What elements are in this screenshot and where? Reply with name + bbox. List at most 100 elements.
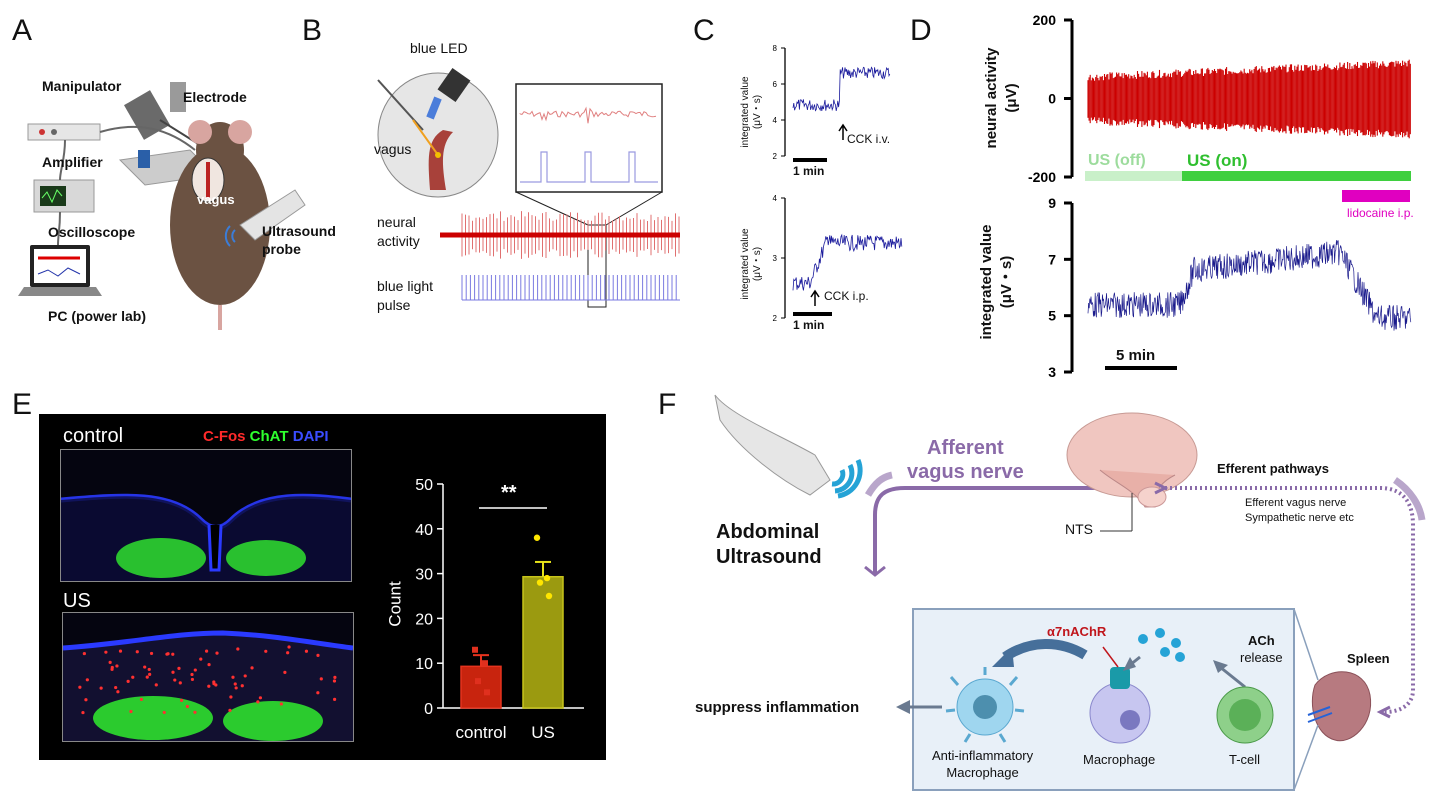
e-cfos-dot [236, 647, 240, 651]
e-cfos-dot [250, 666, 254, 670]
f-abdominal-ultrasound-label: Abdominal Ultrasound [716, 520, 822, 570]
electrode-label: Electrode [183, 89, 247, 105]
e-cfos-dot [332, 679, 337, 683]
c-bottom-ylabel: integrated value (μV・s) [740, 219, 764, 309]
bar-datapoint [475, 678, 481, 685]
e-control-image [60, 449, 352, 582]
d-top-tick-label: 0 [1048, 91, 1056, 107]
e-cfos-dot [243, 674, 247, 678]
c-top-scale-label: 1 min [793, 164, 825, 178]
e-cfos-dot [114, 685, 118, 690]
d-lidocaine-label: lidocaine i.p. [1347, 206, 1414, 220]
c-bottom-trace [792, 233, 903, 291]
c-bottom-ylabel-line1: integrated value [740, 228, 751, 300]
vagus-label-a: vagus [197, 192, 235, 207]
panel-label-e: E [12, 388, 33, 421]
e-cfos-dot [193, 710, 197, 714]
d-scale-label: 5 min [1116, 347, 1156, 364]
f-release-label: release [1240, 650, 1283, 665]
c-bottom-arrow [810, 289, 820, 306]
c-top-ylabel-line2: (μV・s) [752, 94, 763, 130]
blue-light-pulse-label: blue light pulse [377, 277, 433, 315]
blue-light-pulse-label-line1: blue light [377, 278, 434, 294]
e-cfos-dot [143, 665, 147, 669]
e-cfos-dot [178, 681, 182, 685]
e-us-image [62, 612, 354, 742]
e-cfos-dot [126, 679, 130, 683]
bar-y-tick-label: 20 [415, 611, 433, 628]
f-afferent-line2: vagus nerve [907, 461, 1024, 483]
e-cfos-dot [148, 672, 152, 677]
e-cfos-dot [233, 682, 237, 686]
blue-led-label: blue LED [410, 40, 468, 56]
e-cfos-dot [165, 652, 169, 656]
f-ach-release-label: ACh release [1240, 632, 1283, 666]
e-cfos-dot [171, 652, 175, 656]
c-bottom-tick-label: 3 [773, 254, 778, 263]
e-cfos-dot [283, 670, 287, 674]
panel-label-c: C [693, 14, 715, 47]
e-cfos-dot [149, 651, 154, 656]
f-anti-line1: Anti-inflammatory [932, 748, 1034, 763]
c-top-ylabel-line1: integrated value [740, 76, 751, 148]
bar-datapoint [482, 660, 488, 667]
e-cfos-dot [116, 690, 120, 694]
c-top-trace [792, 66, 891, 112]
b-zoom-neural-trace [519, 106, 657, 124]
c-bottom-scale-label: 1 min [793, 318, 825, 332]
e-cfos-dot [154, 683, 158, 687]
d-top-tick-label: 200 [1033, 12, 1057, 28]
bar-datapoint [545, 592, 553, 600]
bar-control [460, 665, 502, 709]
panel-label-b: B [302, 14, 323, 47]
c-bottom-tick-label: 2 [773, 314, 778, 323]
d-bottom-ylabel-line1: integrated value [978, 224, 995, 340]
e-cfos-dot [231, 675, 235, 679]
e-cfos-dot [190, 677, 195, 682]
e-cfos-dot [85, 678, 89, 682]
ultrasound-probe-label-line2: probe [262, 241, 301, 257]
e-cfos-dot [131, 675, 135, 679]
f-nts-label: NTS [1065, 521, 1093, 537]
blue-light-pulse-label-line2: pulse [377, 297, 411, 313]
e-significance: ** [501, 482, 517, 504]
e-cfos-dot [84, 698, 88, 702]
ultrasound-probe-label-line1: Ultrasound [262, 223, 336, 239]
bar-datapoint [533, 534, 541, 541]
neural-activity-label-b-line1: neural [377, 214, 416, 230]
vagus-led-illustration [377, 68, 499, 198]
d-top-tick-label: -200 [1028, 169, 1056, 185]
panel-label-a: A [12, 14, 33, 47]
f-tcell-label: T-cell [1229, 752, 1261, 767]
oscilloscope-label: Oscilloscope [48, 224, 136, 240]
c-bottom-annotation: CCK i.p. [824, 289, 869, 303]
e-cfos-dot [256, 700, 260, 704]
e-cfos-dot [234, 686, 238, 690]
c-top-tick-label: 6 [773, 80, 778, 89]
panel-label-d: D [910, 14, 932, 47]
d-bottom-ylabel-line2: (μV・s) [998, 255, 1015, 309]
e-cfos-dot [139, 697, 144, 701]
e-cfos-dot [333, 675, 337, 679]
f-spleen-label: Spleen [1347, 651, 1390, 666]
bar-US [522, 575, 564, 709]
e-cfos-dot [286, 651, 290, 655]
e-cfos-dot [173, 678, 177, 682]
e-cfos-dot [110, 667, 114, 671]
e-us-label: US [63, 590, 91, 612]
d-us-off-label: US (off) [1088, 152, 1146, 169]
bar-y-tick-label: 50 [415, 477, 433, 494]
d-top-ylabel-line2: (μV) [1003, 83, 1020, 113]
f-efferent-title: Efferent pathways [1217, 461, 1329, 476]
e-cfos-dot [319, 677, 323, 681]
d-lidocaine-bar [1342, 190, 1410, 202]
e-cfos-dot [185, 704, 189, 709]
bar-y-tick-label: 30 [415, 567, 433, 584]
c-top-annotation: CCK i.v. [847, 132, 891, 146]
f-ach-label: ACh [1247, 633, 1275, 648]
e-cfos-dot [99, 686, 103, 690]
bar-datapoint [543, 574, 551, 582]
f-abdominal-line2: Ultrasound [716, 546, 822, 568]
